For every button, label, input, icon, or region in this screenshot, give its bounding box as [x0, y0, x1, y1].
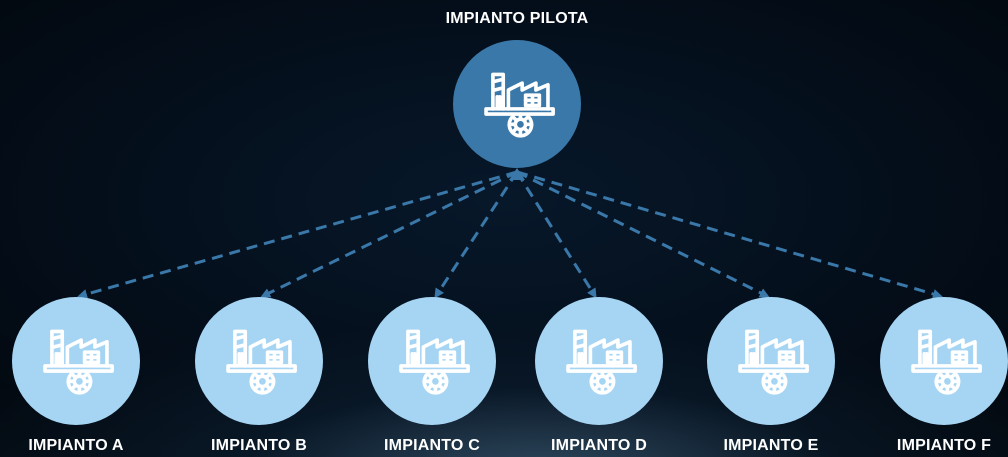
pilot-plant-node — [453, 40, 581, 168]
pilot-arrow-tip — [509, 168, 525, 180]
connector-arrow — [516, 170, 943, 299]
factory-gear-icon — [556, 316, 642, 407]
factory-gear-icon — [389, 316, 475, 407]
plant-node — [880, 297, 1008, 425]
plant-node — [368, 297, 496, 425]
plant-node — [707, 297, 835, 425]
plant-node — [195, 297, 323, 425]
plant-label: IMPIANTO A — [28, 437, 124, 454]
plant-label: IMPIANTO E — [723, 437, 819, 454]
factory-gear-icon — [474, 59, 560, 150]
connector-arrow — [516, 170, 770, 298]
plant-node — [12, 297, 140, 425]
factory-gear-icon — [901, 316, 987, 407]
factory-gear-icon — [33, 316, 119, 407]
plant-label: IMPIANTO F — [896, 437, 992, 454]
plant-label: IMPIANTO C — [384, 437, 480, 454]
factory-gear-icon — [216, 316, 302, 407]
pilot-plant-label: IMPIANTO PILOTA — [445, 10, 589, 27]
plant-node — [535, 297, 663, 425]
plant-label: IMPIANTO B — [211, 437, 307, 454]
factory-gear-icon — [728, 316, 814, 407]
connector-arrow — [434, 171, 519, 299]
connector-arrow — [77, 170, 518, 299]
connector-arrow — [260, 170, 518, 298]
plant-label: IMPIANTO D — [551, 437, 647, 454]
connector-arrow — [515, 171, 597, 299]
